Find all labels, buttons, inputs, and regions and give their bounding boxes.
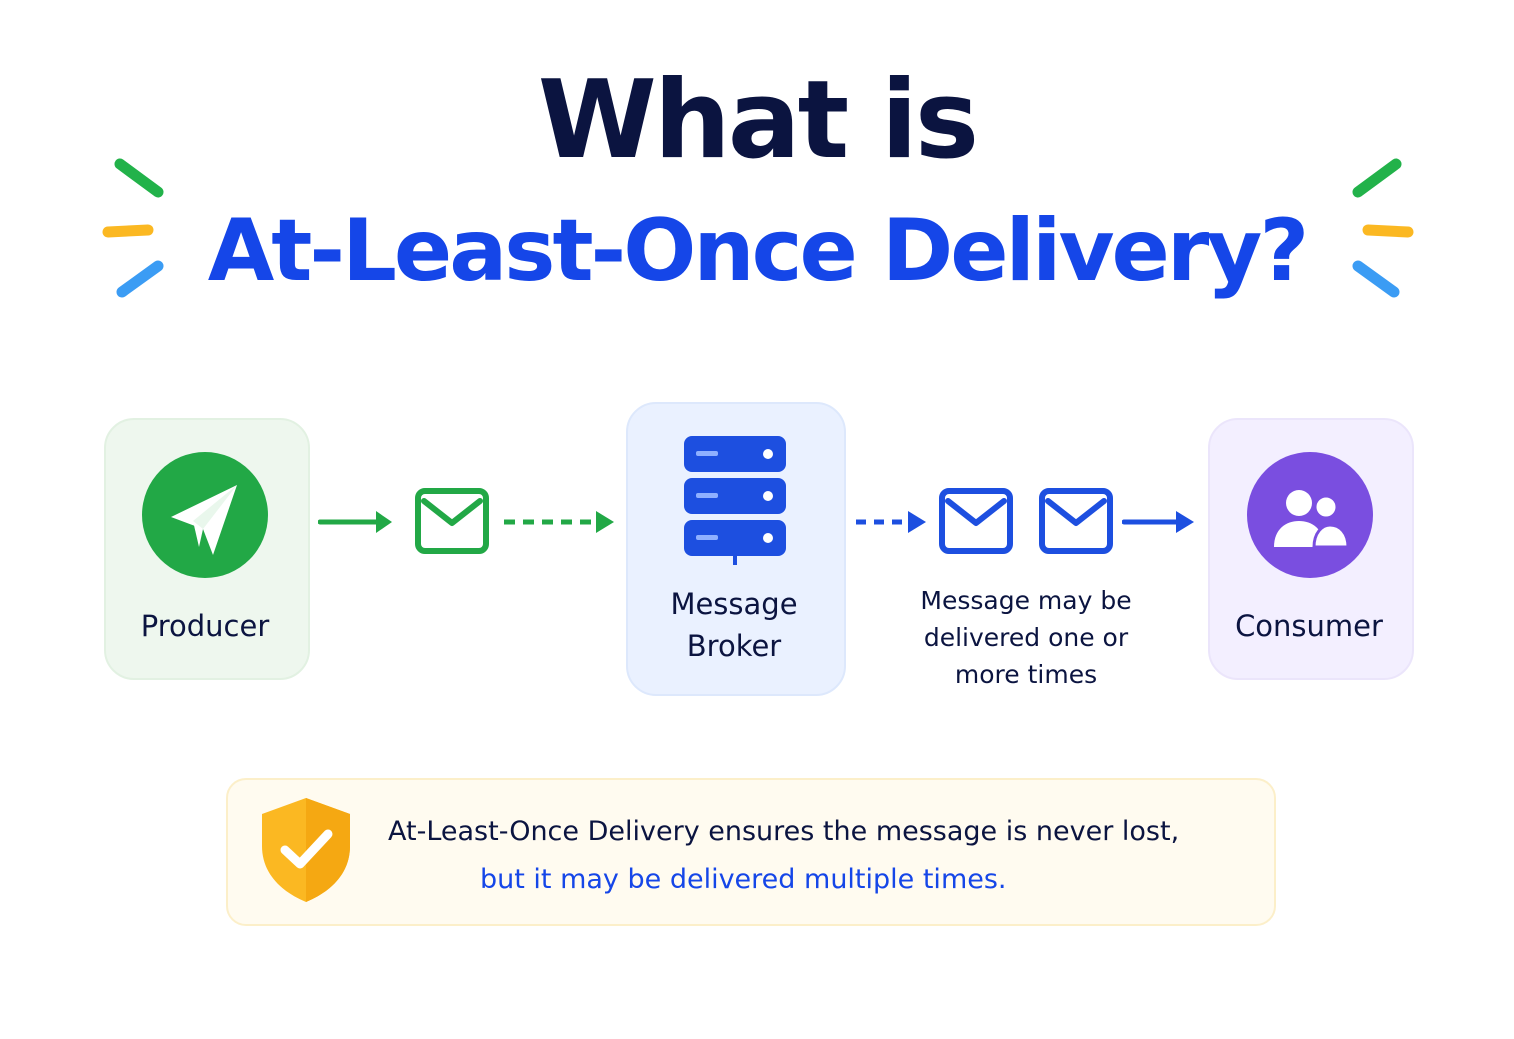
arrow-producer-to-envelope bbox=[318, 511, 392, 533]
consumer-label: Consumer bbox=[1235, 609, 1383, 643]
envelope-icon-2 bbox=[1039, 488, 1113, 554]
dashed-arrow-to-broker bbox=[504, 511, 614, 533]
producer-label: Producer bbox=[140, 609, 270, 643]
note-line-2: but it may be delivered multiple times. bbox=[480, 864, 1007, 895]
delivery-description: Message may be delivered one or more tim… bbox=[890, 582, 1162, 693]
note-line-1: At-Least-Once Delivery ensures the messa… bbox=[388, 816, 1180, 847]
broker-label-line-2: Broker bbox=[686, 629, 782, 663]
users-icon bbox=[1247, 452, 1373, 578]
summary-note bbox=[226, 778, 1276, 926]
delivery-description-line-3: more times bbox=[954, 660, 1098, 689]
broker-label-line-1: Message bbox=[670, 587, 798, 621]
delivery-description-line-2: delivered one or bbox=[923, 623, 1129, 652]
title-line-2: At-Least-Once Delivery? bbox=[207, 201, 1310, 301]
dashed-arrow-from-broker bbox=[856, 511, 926, 533]
right-sparkle-icon bbox=[1352, 158, 1414, 298]
arrow-to-consumer bbox=[1122, 511, 1194, 533]
delivery-description-line-1: Message may be bbox=[920, 586, 1132, 615]
paper-plane-icon bbox=[142, 452, 268, 578]
server-stack-icon bbox=[684, 436, 786, 565]
envelope-icon bbox=[415, 488, 489, 554]
title-line-1: What is bbox=[537, 58, 979, 183]
left-sparkle-icon bbox=[102, 158, 164, 298]
envelope-icon-1 bbox=[939, 488, 1013, 554]
shield-check-icon bbox=[262, 798, 350, 902]
